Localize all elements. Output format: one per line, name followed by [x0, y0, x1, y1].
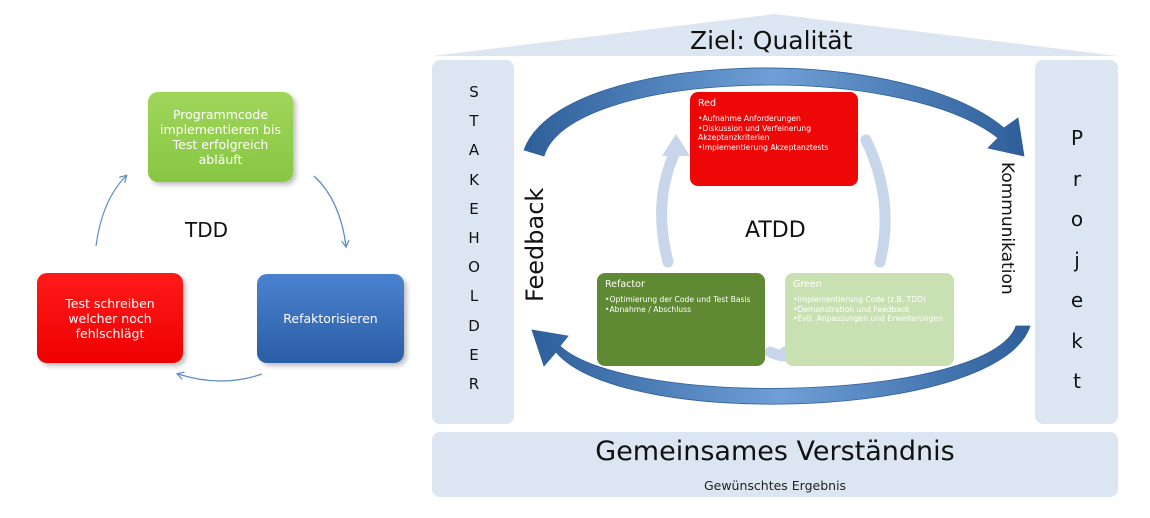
stakeholder-letter: K [469, 170, 479, 189]
projekt-vertical-text: P r o j e k t [1064, 118, 1090, 402]
feedback-arrow [531, 325, 1031, 405]
atdd-green-item: •Implementierung Code (z.B. TDD) [793, 295, 926, 304]
atdd-refactor-list: •Optimierung der Code und Test Basis •Ab… [605, 295, 757, 314]
atdd-refactor-item: •Abnahme / Abschluss [605, 304, 692, 314]
projekt-letter: e [1070, 288, 1084, 312]
projekt-letter: P [1070, 126, 1084, 150]
stakeholder-letter: T [469, 112, 479, 131]
projekt-letter: r [1072, 166, 1082, 191]
feedback-label: Feedback [521, 187, 549, 302]
foundation-title: Gemeinsames Verständnis [595, 436, 955, 467]
stakeholder-pillar [432, 60, 514, 424]
foundation-subtitle: Gewünschtes Ergebnis [703, 478, 847, 493]
projekt-letter: k [1071, 328, 1083, 353]
stakeholder-vertical-text: S T A K E H O L D E R [462, 78, 486, 399]
stakeholder-letter: R [468, 374, 480, 393]
atdd-refactor-title: Refactor [605, 279, 645, 290]
atdd-red-item: •Implementierung Akzeptanztests [698, 142, 829, 152]
tdd-step-refactor: Refaktorisieren [257, 274, 404, 363]
tdd-arrow-left [95, 176, 126, 247]
projekt-letter: o [1070, 207, 1084, 231]
roof-title: Ziel: Qualität [690, 26, 853, 55]
stakeholder-letter: D [468, 316, 480, 335]
stakeholder-letter: H [468, 228, 480, 247]
stakeholder-letter: L [469, 287, 479, 306]
stakeholder-letter: E [469, 345, 479, 364]
projekt-letter: j [1074, 247, 1080, 272]
stakeholder-letter: E [469, 199, 479, 218]
tdd-center-label: TDD [185, 218, 229, 242]
stakeholder-letter: S [469, 83, 479, 101]
stakeholder-letter: O [468, 258, 480, 277]
atdd-red-item: •Diskussion und Verfeinerung Akzeptanzkr… [698, 123, 812, 143]
atdd-cycle-arrowhead [662, 134, 690, 156]
tdd-step-implement-text: Programmcode implementieren bis Test erf… [160, 107, 281, 167]
stakeholder-letter: A [468, 141, 480, 160]
kommunikation-arrow [523, 67, 1025, 157]
atdd-red-list: •Aufnahme Anforderungen •Diskussion und … [698, 114, 850, 152]
kommunikation-label: Kommunikation [997, 162, 1017, 295]
tdd-step-implement: Programmcode implementieren bis Test erf… [148, 92, 293, 182]
atdd-red-title: Red [698, 98, 717, 109]
atdd-center-label: ATDD [745, 218, 806, 243]
atdd-refactor-box: Refactor •Optimierung der Code und Test … [597, 273, 765, 366]
tdd-arrow-top-right [313, 175, 346, 246]
atdd-refactor-item: •Optimierung der Code und Test Basis [605, 295, 751, 304]
atdd-green-title: Green [793, 279, 822, 290]
atdd-green-box: Green •Implementierung Code (z.B. TDD) •… [785, 273, 954, 366]
projekt-pillar [1035, 60, 1118, 424]
foundation-bar [432, 432, 1118, 497]
tdd-step-refactor-text: Refaktorisieren [283, 311, 378, 326]
atdd-green-item: •Demonstration und Feedback [793, 304, 910, 314]
atdd-green-item: •Evtl. Anpassungen und Erweiterungen [793, 314, 943, 323]
tdd-step-write-test-text: Test schreiben welcher noch fehlschlägt [65, 295, 155, 341]
tdd-step-write-test: Test schreiben welcher noch fehlschlägt [37, 273, 183, 363]
atdd-green-list: •Implementierung Code (z.B. TDD) •Demons… [793, 295, 946, 324]
tdd-arrow-bottom [178, 374, 263, 382]
projekt-letter: t [1073, 369, 1081, 393]
atdd-red-box: Red •Aufnahme Anforderungen •Diskussion … [690, 92, 858, 186]
house-roof [432, 14, 1118, 56]
atdd-red-item: •Aufnahme Anforderungen [698, 114, 801, 123]
